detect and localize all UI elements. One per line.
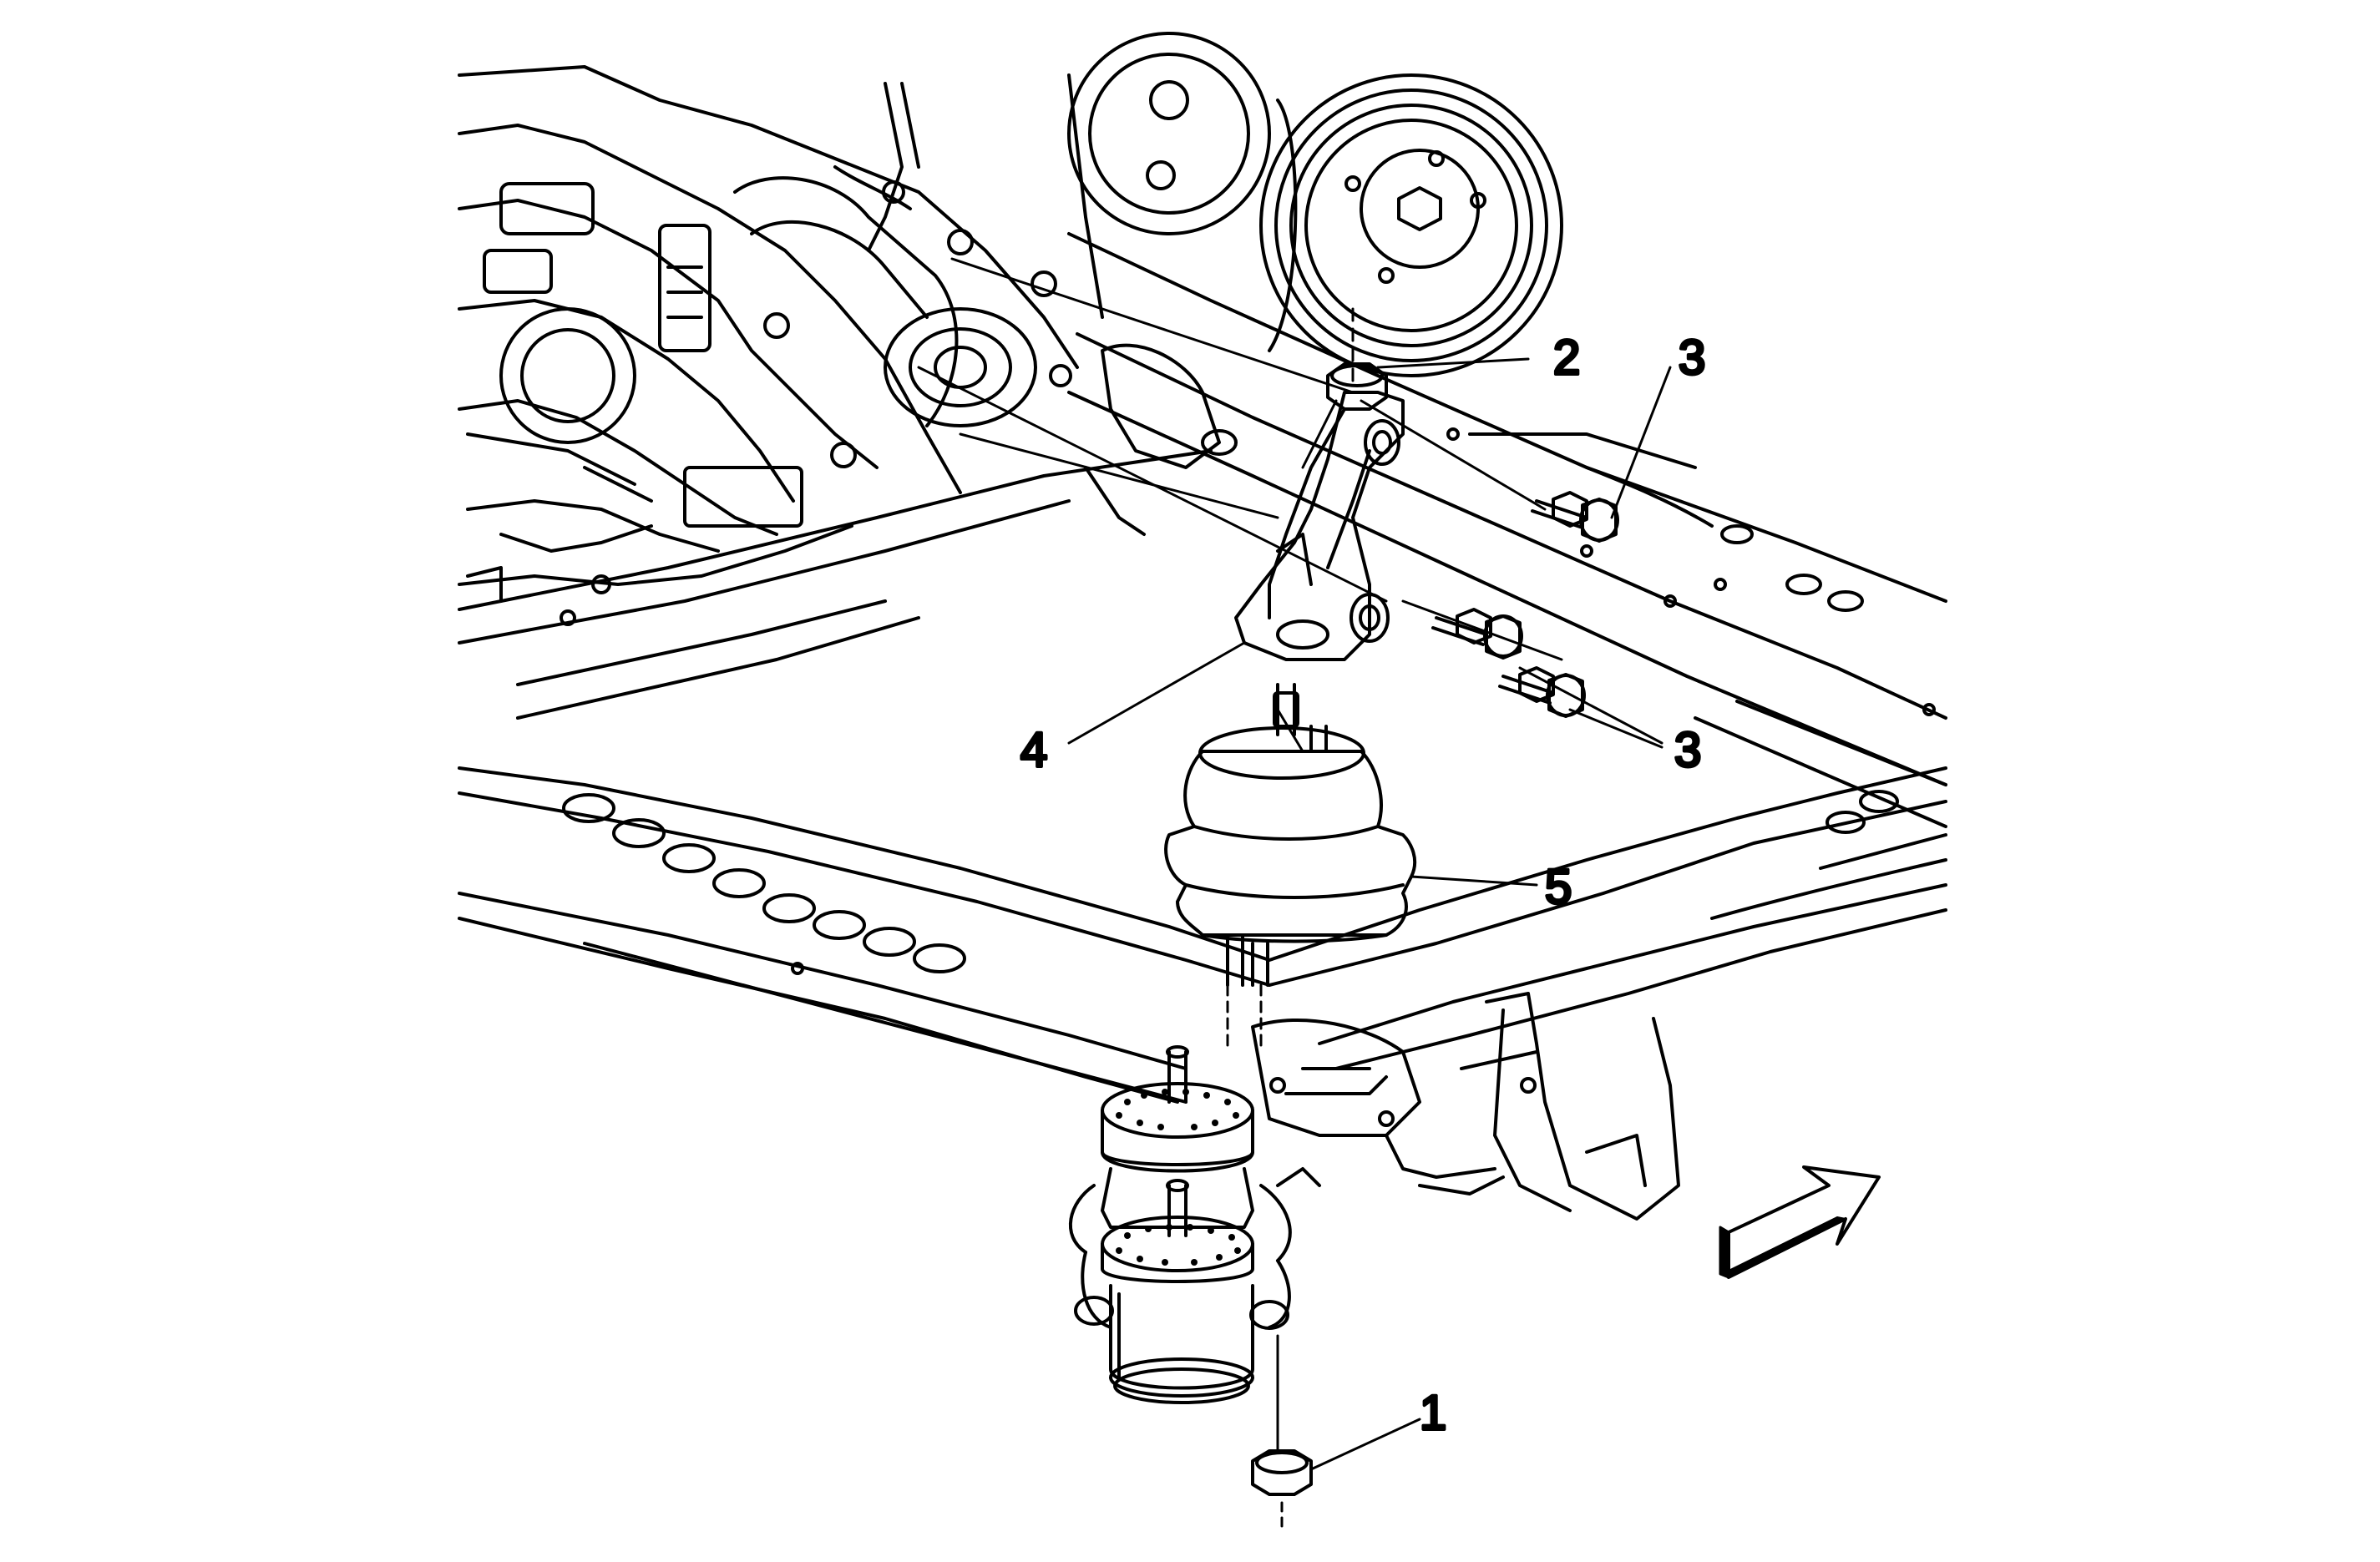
callout-3-upper: 3	[1679, 331, 1705, 385]
engine-mount-upper	[1164, 683, 1417, 1054]
leader-lines	[1067, 357, 1672, 1471]
callout-4: 4	[1020, 723, 1047, 777]
frame-main	[458, 449, 1947, 1221]
callout-3-lower: 3	[1674, 723, 1701, 777]
engine-mount-lower	[1069, 1045, 1321, 1438]
nut-upper	[1276, 307, 1388, 753]
callout-5: 5	[1545, 860, 1572, 914]
front-direction-arrow-icon	[1719, 1165, 1881, 1279]
alignment-lines	[917, 257, 1563, 661]
bolt-lower	[1498, 666, 1586, 718]
bolt-upper	[1531, 491, 1619, 543]
callout-2: 2	[1553, 331, 1580, 385]
frame-rail-right	[1067, 232, 1947, 828]
pulley-assembly	[1067, 32, 1563, 377]
engine-mount-bracket	[1234, 391, 1405, 661]
callout-1: 1	[1420, 1386, 1446, 1440]
engine-block	[458, 65, 1238, 586]
bolt-middle	[1431, 608, 1523, 660]
nut-lower	[1251, 1434, 1313, 1529]
